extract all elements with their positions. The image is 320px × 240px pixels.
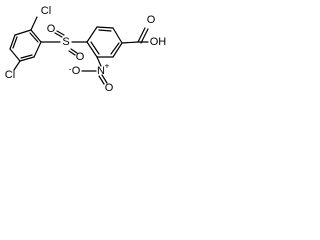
bond	[14, 29, 32, 36]
bond-cl-bottom	[13, 60, 21, 71]
bond-n-o-down-2	[101, 74, 108, 84]
sulfur-label: S	[62, 36, 69, 48]
bond-n-o-down-1	[98, 75, 105, 85]
chemical-structure: Cl Cl S O O O OH N + O O -	[5, 5, 167, 94]
double-bond-inner	[20, 54, 33, 59]
nitro-nitrogen-label: N	[97, 65, 105, 77]
nitro-oxygen-left-label: O	[72, 65, 81, 77]
bond	[112, 42, 123, 58]
dichlorophenyl-ring	[9, 29, 42, 62]
nitro-plus-charge: +	[105, 62, 110, 71]
chlorine-top-label: Cl	[41, 5, 51, 17]
bond	[112, 27, 123, 44]
bond-s-o-right-2	[68, 50, 76, 56]
bond-s-o-right-1	[70, 48, 78, 54]
bond	[96, 26, 114, 29]
bond	[19, 56, 35, 62]
bond	[30, 29, 42, 43]
bond-s-o-left-2	[56, 30, 65, 36]
bond-c-o-double-1	[137, 27, 146, 43]
bond-ring-to-nitro	[96, 56, 102, 67]
bond	[9, 48, 21, 62]
benzoic-acid-ring	[86, 26, 123, 58]
bond	[9, 34, 16, 50]
sulfonyl-oxygen-left-label: O	[47, 23, 56, 35]
bond-cl-top	[30, 16, 38, 31]
hydroxyl-label: OH	[150, 36, 167, 48]
nitro-oxygen-down-label: O	[105, 82, 114, 94]
bond	[86, 26, 98, 43]
chlorine-bottom-label: Cl	[5, 69, 15, 81]
double-bond-inner	[98, 29, 112, 32]
nitro-minus-charge: -	[69, 65, 72, 74]
bond-ring-to-carboxyl	[121, 41, 139, 44]
double-bond-inner	[12, 36, 18, 49]
bond	[86, 41, 98, 58]
double-bond-inner	[29, 32, 39, 43]
double-bond-inner	[110, 42, 120, 55]
bond	[33, 41, 42, 58]
carboxyl-oxygen-label: O	[147, 14, 156, 26]
bond-c-o-double-2	[140, 28, 149, 44]
double-bond-inner	[90, 41, 100, 55]
bond-s-o-left-1	[54, 32, 63, 38]
sulfonyl-oxygen-right-label: O	[76, 51, 85, 63]
